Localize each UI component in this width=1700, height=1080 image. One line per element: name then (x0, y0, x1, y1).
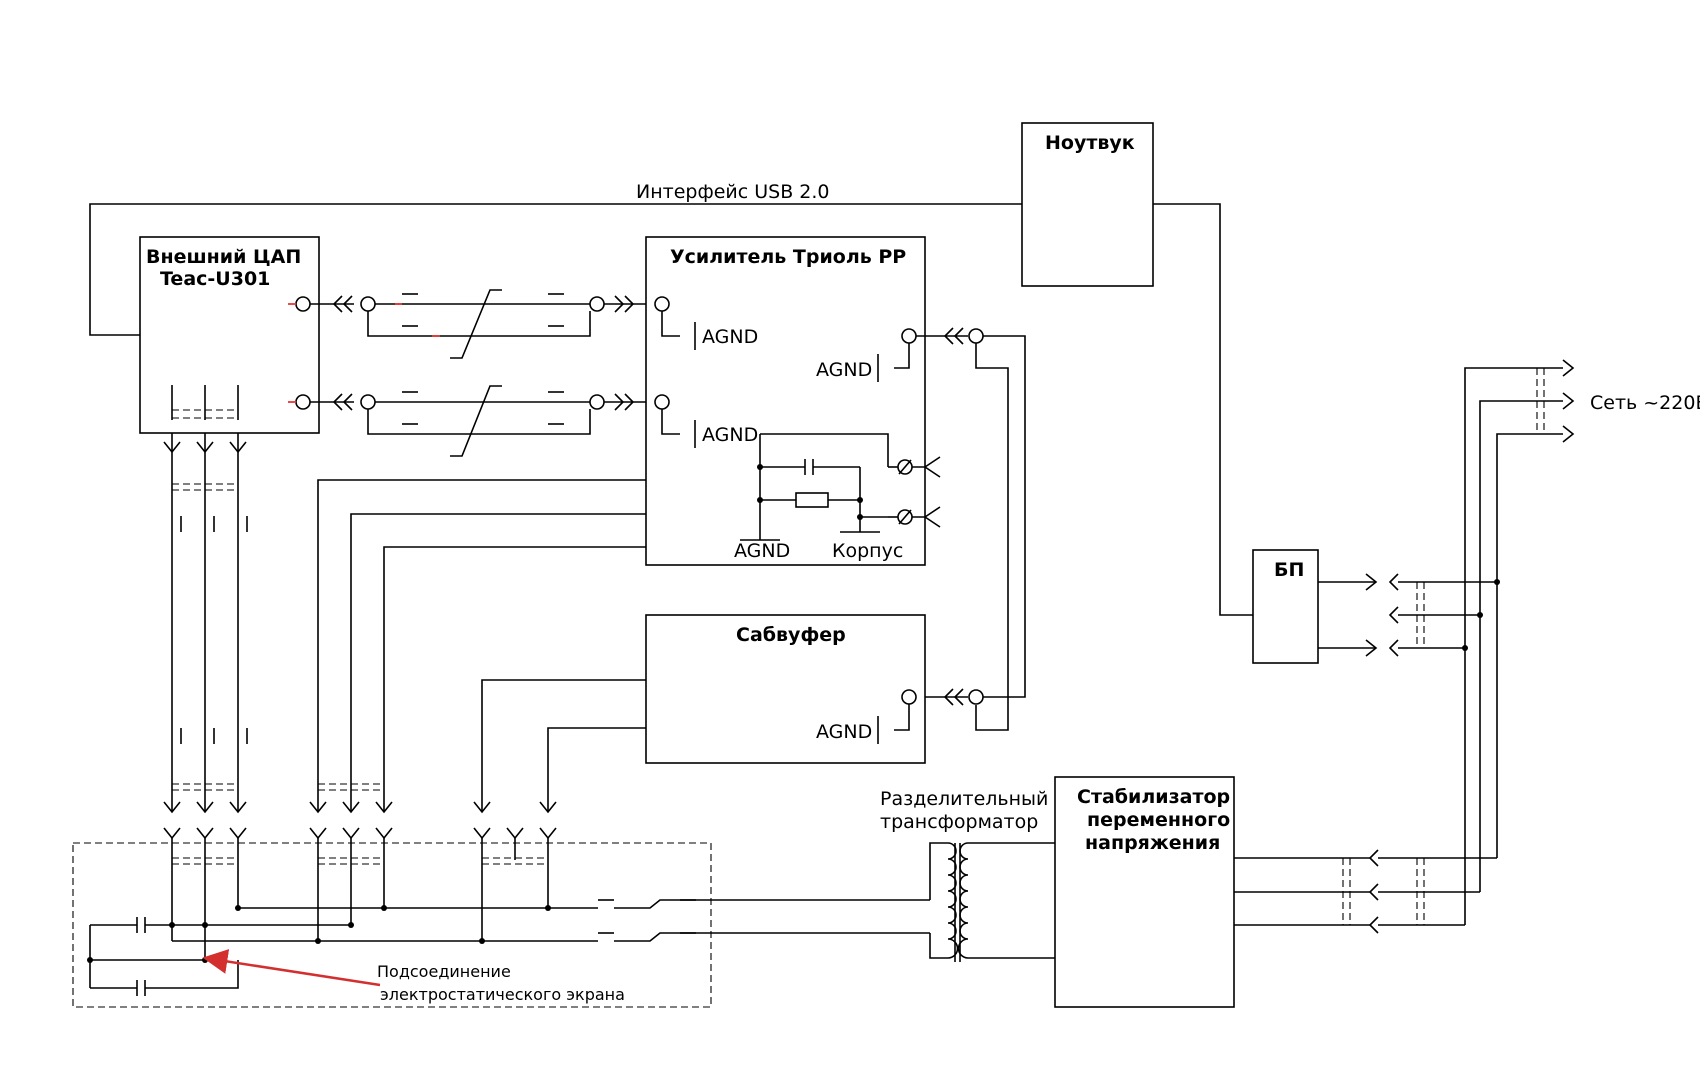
usb-cable (89, 203, 1253, 616)
sub-in-jack (901, 689, 917, 705)
transformer-label-line2: трансформатор (880, 811, 1038, 833)
dac-title-line2: Teac-U301 (160, 268, 270, 290)
laptop-block: Ноутвук (1021, 122, 1154, 287)
amp-sub-out-jack (901, 328, 917, 344)
stab-title-line1: Стабилизатор (1077, 786, 1230, 808)
subwoofer-cable (916, 327, 1026, 731)
korpus-label: Корпус (832, 540, 903, 562)
power-supply-block: БП (1252, 549, 1500, 664)
amp-agnd-1: AGND (702, 326, 758, 348)
amp-power-cable (309, 479, 646, 814)
amplifier-block: Усилитель Триоль РР AGND AGND AGND (645, 236, 941, 566)
mains-label: Сеть ~220В (1590, 392, 1700, 414)
amp-in-right-jack (654, 394, 670, 410)
distribution-box (72, 827, 930, 1008)
ground-resistor (795, 492, 829, 508)
stab-title-line2: переменного (1087, 809, 1230, 831)
amp-agnd-2: AGND (702, 424, 758, 446)
mains-cable (1464, 359, 1575, 925)
sub-agnd: AGND (816, 721, 872, 743)
stab-title-line3: напряжения (1085, 832, 1220, 854)
shield-arrow (202, 949, 381, 987)
isolation-transformer: Разделительный трансформатор (880, 788, 1055, 962)
sub-power-cable (473, 679, 646, 814)
dac-title-line1: Внешний ЦАП (146, 246, 301, 268)
amp-agnd-3: AGND (816, 359, 872, 381)
usb-label: Интерфейс USB 2.0 (636, 181, 829, 203)
dac-out-right-jack (295, 394, 311, 410)
rca-cable-left (310, 289, 646, 359)
subwoofer-block: Сабвуфер AGND (645, 614, 926, 764)
dac-block: Внешний ЦАП Teac-U301 (139, 236, 320, 434)
amp-in-left-jack (654, 296, 670, 312)
shield-label-line2: электростатического экрана (380, 985, 625, 1004)
amp-title: Усилитель Триоль РР (670, 246, 906, 268)
shield-label-line1: Подсоединение (377, 962, 511, 981)
psu-title: БП (1274, 559, 1304, 581)
transformer-label-line1: Разделительный (880, 788, 1048, 810)
amp-agnd-4: AGND (734, 540, 790, 562)
sub-title: Сабвуфер (736, 624, 846, 646)
laptop-label: Ноутвук (1045, 132, 1135, 154)
voltage-stabilizer-block: Стабилизатор переменного напряжения (1054, 776, 1497, 1008)
rca-cable-right (310, 385, 646, 457)
dac-out-left-jack (295, 296, 311, 312)
dac-power-cable (163, 385, 248, 814)
